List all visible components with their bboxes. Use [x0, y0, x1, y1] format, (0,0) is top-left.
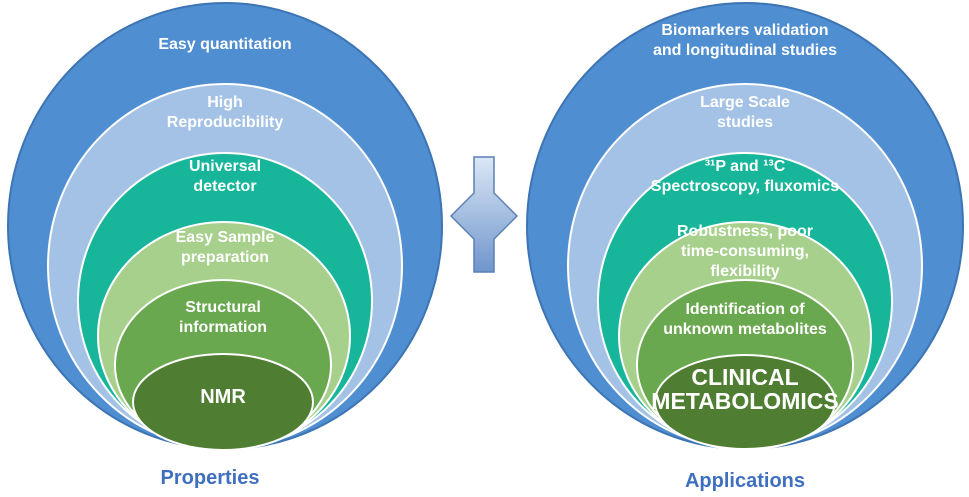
- properties-label-universal-detector: Universal detector: [188, 158, 262, 195]
- properties-label-easy-sample-preparation: Easy Sample preparation: [175, 229, 275, 266]
- applications-layer-6: [654, 354, 836, 450]
- applications-label-identification: Identification of unknown metabolites: [663, 301, 827, 338]
- applications-label-spectroscopy: ³¹P and ¹³C Spectroscopy, fluxomics: [650, 158, 840, 195]
- applications-label-biomarkers: Biomarkers validation and longitudinal s…: [653, 22, 837, 59]
- properties-caption: Properties: [160, 467, 260, 489]
- applications-label-large-scale: Large Scale studies: [700, 94, 790, 131]
- properties-label-nmr: NMR: [200, 386, 246, 408]
- bidirectional-arrow-icon: [449, 156, 519, 273]
- properties-diagram: [7, 2, 443, 451]
- applications-label-robustness: Robustness, poor time-consuming, flexibi…: [676, 223, 814, 280]
- properties-label-high-reproducibility: High Reproducibility: [166, 94, 284, 131]
- properties-label-easy-quantitation: Easy quantitation: [158, 36, 292, 53]
- properties-layer-6: [132, 353, 314, 451]
- applications-caption: Applications: [684, 470, 806, 492]
- applications-label-clinical-metabolomics: CLINICAL METABOLOMICS: [651, 364, 839, 414]
- applications-diagram: [526, 2, 964, 451]
- properties-label-structural-information: Structural information: [179, 299, 267, 336]
